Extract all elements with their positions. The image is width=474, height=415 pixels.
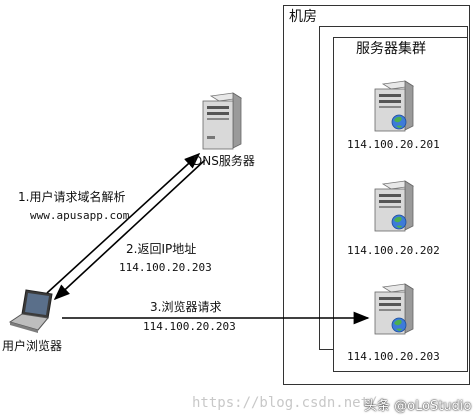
return-ip-arrow <box>53 159 206 301</box>
server-icon <box>369 80 415 135</box>
dns-server-icon <box>197 92 243 152</box>
step1-title: 1.用户请求域名解析 <box>18 190 126 204</box>
step1-domain: www.apusapp.com <box>30 209 130 222</box>
server-ip-label: 114.100.20.203 <box>347 350 440 363</box>
server-icon <box>369 180 415 235</box>
step2-ip: 114.100.20.203 <box>119 261 212 274</box>
toutiao-badge: 头条 @oLoStudio <box>364 399 472 414</box>
request-dns-arrow <box>46 152 201 294</box>
step3-title: 3.浏览器请求 <box>150 300 222 314</box>
url-watermark: https://blog.csdn.net/ <box>192 395 378 411</box>
step3-ip: 114.100.20.203 <box>143 320 236 333</box>
cluster-title: 服务器集群 <box>356 41 426 57</box>
laptop-icon <box>8 288 56 336</box>
machine-room-title: 机房 <box>289 9 317 25</box>
server-ip-label: 114.100.20.202 <box>347 244 440 257</box>
step2-title: 2.返回IP地址 <box>126 242 197 256</box>
dns-server-label: DNS服务器 <box>193 154 255 168</box>
client-label: 用户浏览器 <box>2 339 63 353</box>
server-icon <box>369 283 415 338</box>
server-ip-label: 114.100.20.201 <box>347 138 440 151</box>
